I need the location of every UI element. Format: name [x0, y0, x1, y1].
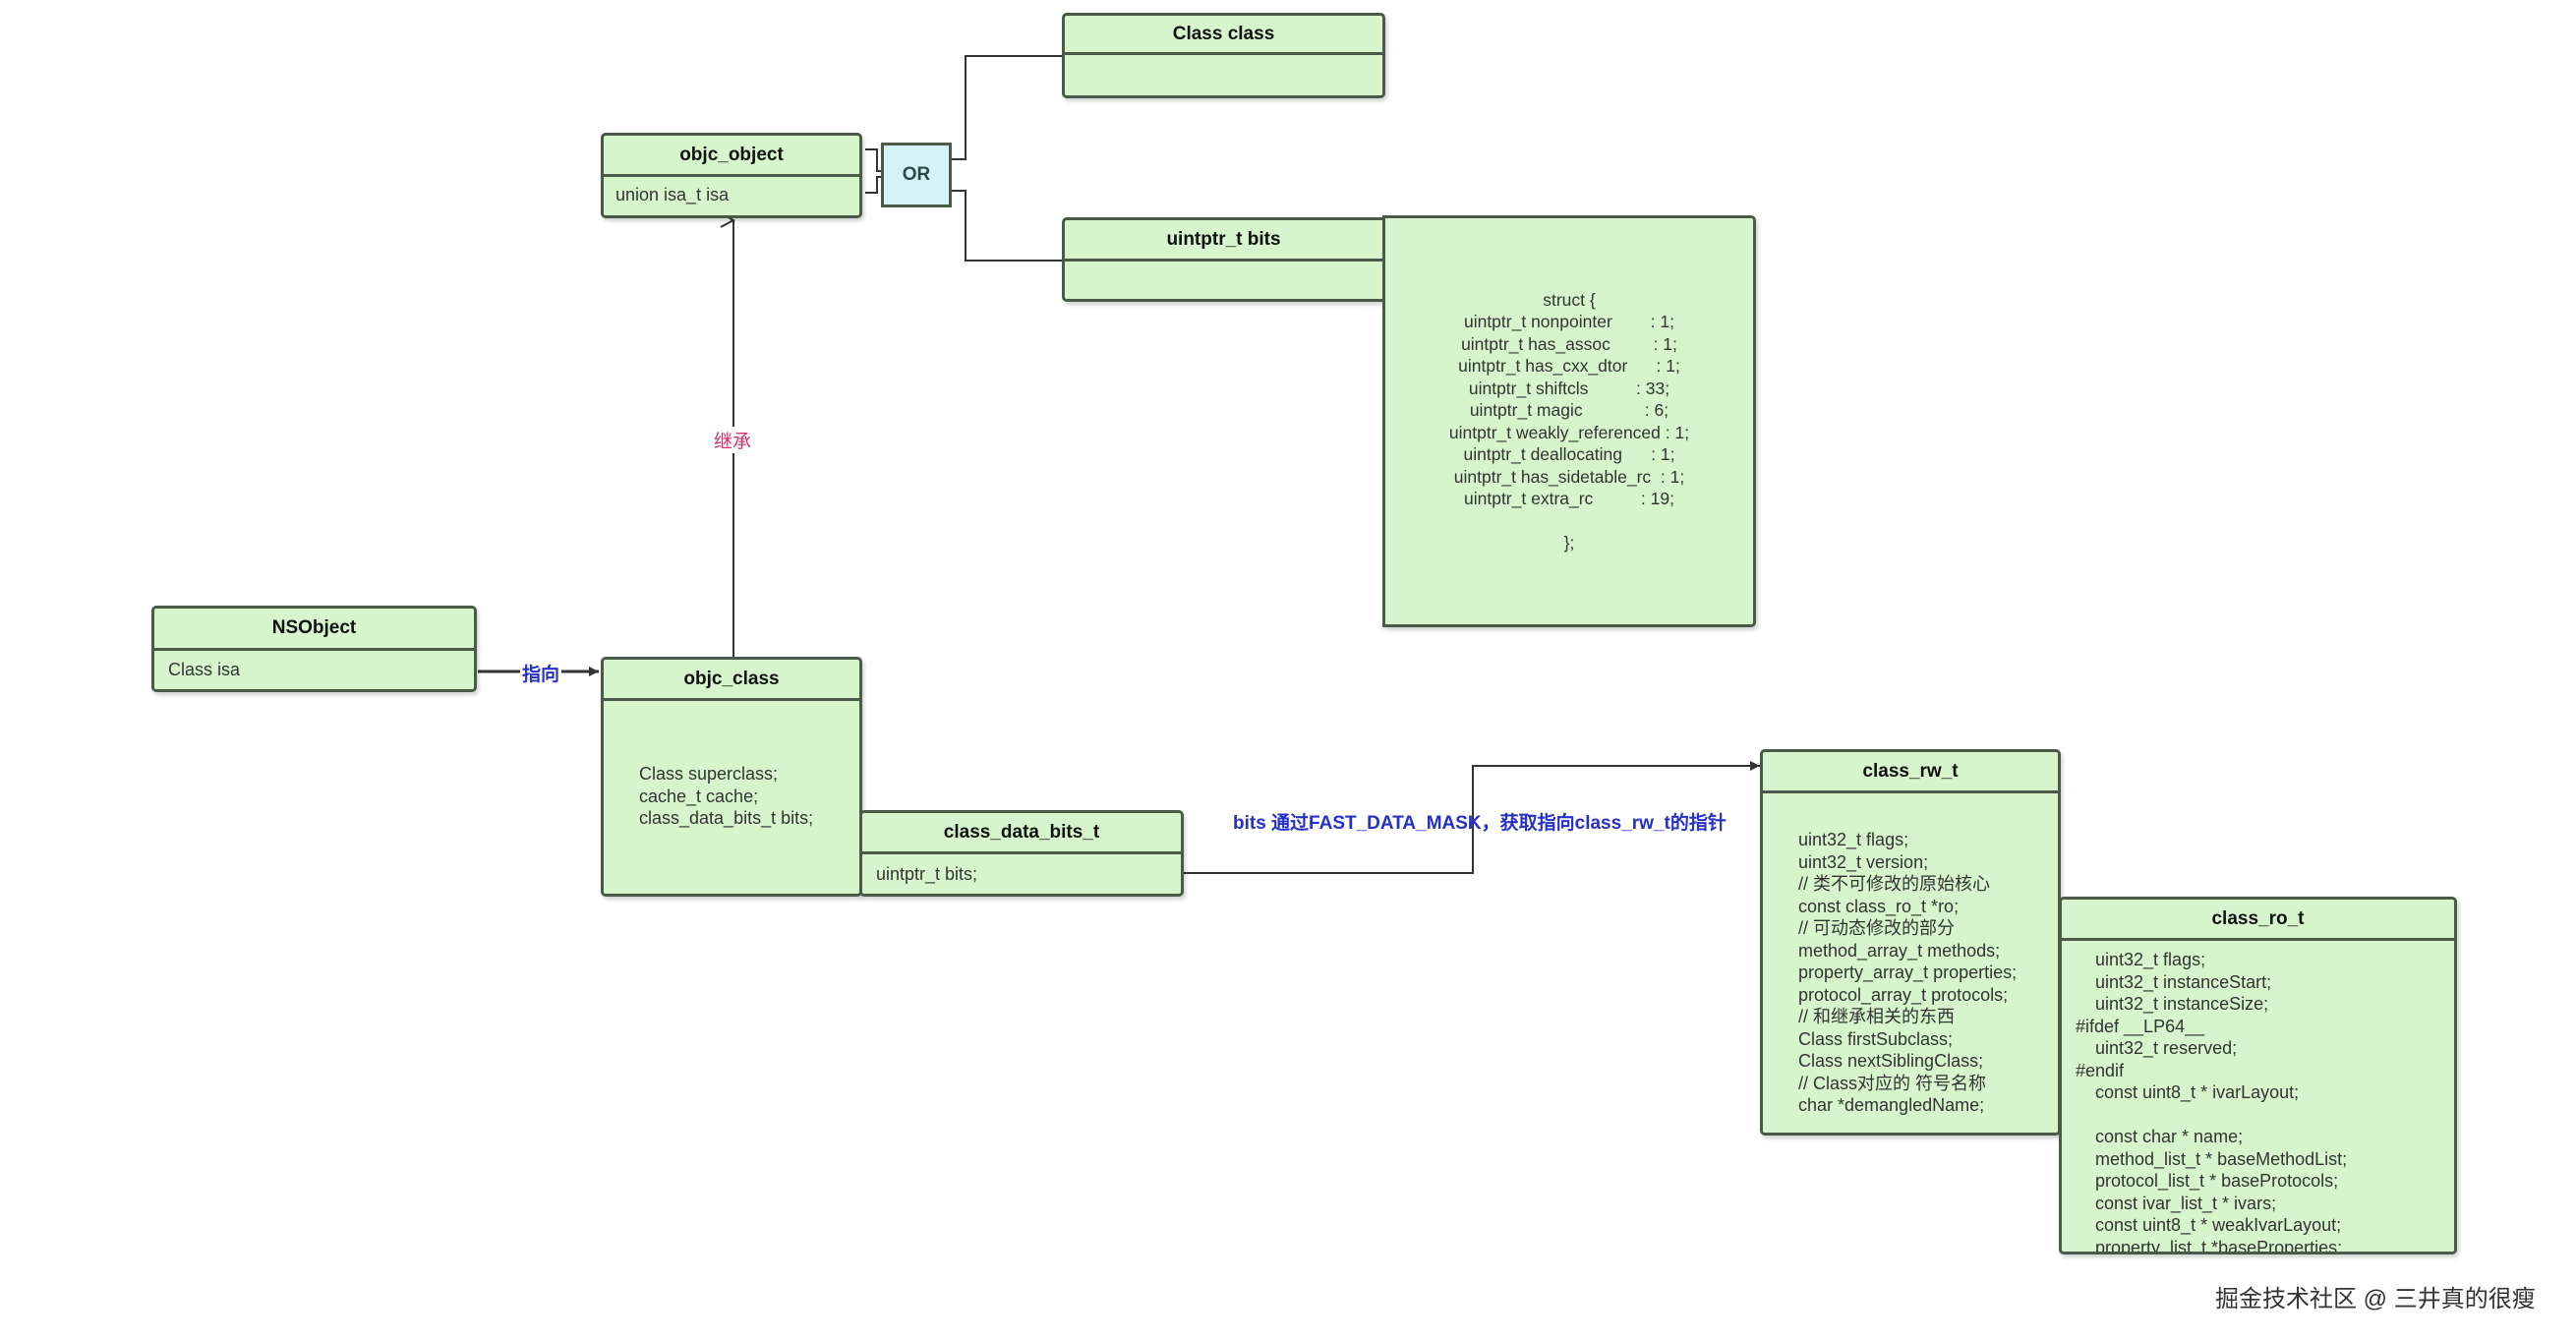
or-to-uintptr-bits-line	[952, 190, 1064, 262]
or-to-class-class-line	[952, 55, 1064, 160]
points-to-label: 指向	[520, 660, 562, 686]
class-ro-t-box: class_ro_t uint32_t flags; uint32_t inst…	[2059, 897, 2457, 1254]
objc-object-isa-field: union isa_t isa	[615, 185, 730, 204]
objc-class-title: objc_class	[604, 660, 859, 701]
isa-bitfield-struct-text: struct { uintptr_t nonpointer : 1; uintp…	[1448, 289, 1690, 554]
class-class-title: Class class	[1065, 16, 1382, 55]
class-ro-t-fields: uint32_t flags; uint32_t instanceStart; …	[2076, 950, 2348, 1254]
objc-object-box: objc_object union isa_t isa	[601, 133, 862, 218]
class-ro-t-title: class_ro_t	[2062, 900, 2454, 941]
fast-data-mask-arrow	[1184, 761, 1760, 874]
objc-class-fields: Class superclass; cache_t cache; class_d…	[639, 764, 814, 828]
class-class-box: Class class	[1062, 13, 1385, 98]
nsobject-title: NSObject	[154, 609, 474, 651]
class-data-bits-t-field: uintptr_t bits;	[876, 864, 978, 884]
nsobject-box: NSObject Class isa	[151, 606, 477, 692]
inherit-label: 继承	[712, 427, 754, 453]
class-rw-t-title: class_rw_t	[1763, 752, 2058, 793]
uintptr-bits-box: uintptr_t bits	[1062, 217, 1385, 302]
fast-data-mask-label: bits 通过FAST_DATA_MASK，获取指向class_rw_t的指针	[1233, 813, 1727, 834]
or-junction: OR	[881, 143, 952, 207]
uintptr-bits-title: uintptr_t bits	[1065, 220, 1382, 262]
isa-bitfield-struct-box: struct { uintptr_t nonpointer : 1; uintp…	[1382, 215, 1756, 627]
objc-object-title: objc_object	[604, 136, 859, 177]
class-data-bits-t-title: class_data_bits_t	[862, 813, 1181, 854]
class-rw-t-box: class_rw_t uint32_t flags; uint32_t vers…	[1760, 749, 2061, 1136]
watermark: 掘金技术社区 @ 三井真的很瘦	[2215, 1286, 2536, 1312]
or-label: OR	[902, 164, 931, 185]
class-data-bits-t-box: class_data_bits_t uintptr_t bits;	[859, 810, 1184, 897]
objc-class-box: objc_class Class superclass; cache_t cac…	[601, 657, 862, 897]
nsobject-isa-field: Class isa	[168, 660, 241, 679]
class-rw-t-fields: uint32_t flags; uint32_t version; // 类不可…	[1798, 830, 2018, 1115]
